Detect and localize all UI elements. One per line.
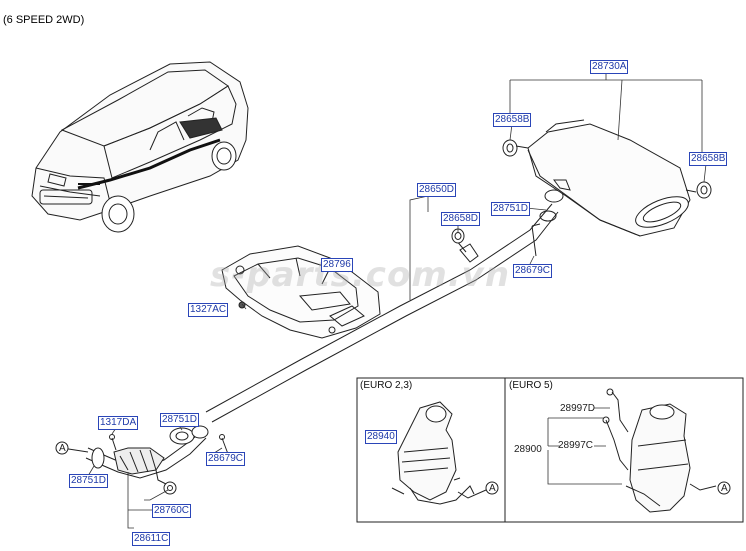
catalytic-converter-28900 — [602, 388, 731, 513]
part-label-28679C-low[interactable]: 28679C — [206, 452, 246, 466]
part-label-28997D[interactable]: 28997D — [560, 403, 596, 414]
part-label-28730A[interactable]: 28730A — [590, 60, 629, 74]
part-label-28940[interactable]: 28940 — [365, 430, 397, 444]
part-label-28900[interactable]: 28900 — [514, 444, 542, 455]
page-title: (6 SPEED 2WD) — [3, 14, 85, 26]
euro5-title: (EURO 5) — [509, 380, 553, 391]
part-label-28658D[interactable]: 28658D — [441, 212, 481, 226]
part-label-28751D-top[interactable]: 28751D — [491, 202, 531, 216]
euro5-box — [504, 377, 744, 523]
catalytic-converter-28940 — [391, 401, 499, 505]
part-label-28760C[interactable]: 28760C — [152, 504, 192, 518]
ref-mark-a-front: A — [59, 443, 66, 454]
part-label-28611C[interactable]: 28611C — [132, 532, 171, 546]
ref-mark-a-euro23: A — [489, 483, 496, 494]
part-label-28679C-top[interactable]: 28679C — [513, 264, 553, 278]
muffler-28730A — [502, 119, 712, 257]
vehicle-illustration — [31, 61, 249, 233]
ref-mark-a-euro5: A — [721, 483, 728, 494]
part-label-28796[interactable]: 28796 — [321, 258, 353, 272]
part-label-28658B-left[interactable]: 28658B — [493, 113, 532, 127]
euro23-title: (EURO 2,3) — [360, 380, 413, 391]
part-label-28751D-left[interactable]: 28751D — [69, 474, 109, 488]
part-label-1327AC[interactable]: 1327AC — [188, 303, 229, 317]
part-label-28650D[interactable]: 28650D — [417, 183, 457, 197]
part-label-28997C[interactable]: 28997C — [558, 440, 594, 451]
watermark: s-parts.com.vn — [210, 255, 511, 295]
part-label-1317DA[interactable]: 1317DA — [98, 416, 139, 430]
part-label-28751D-mid[interactable]: 28751D — [160, 413, 200, 427]
part-label-28658B-right[interactable]: 28658B — [689, 152, 728, 166]
